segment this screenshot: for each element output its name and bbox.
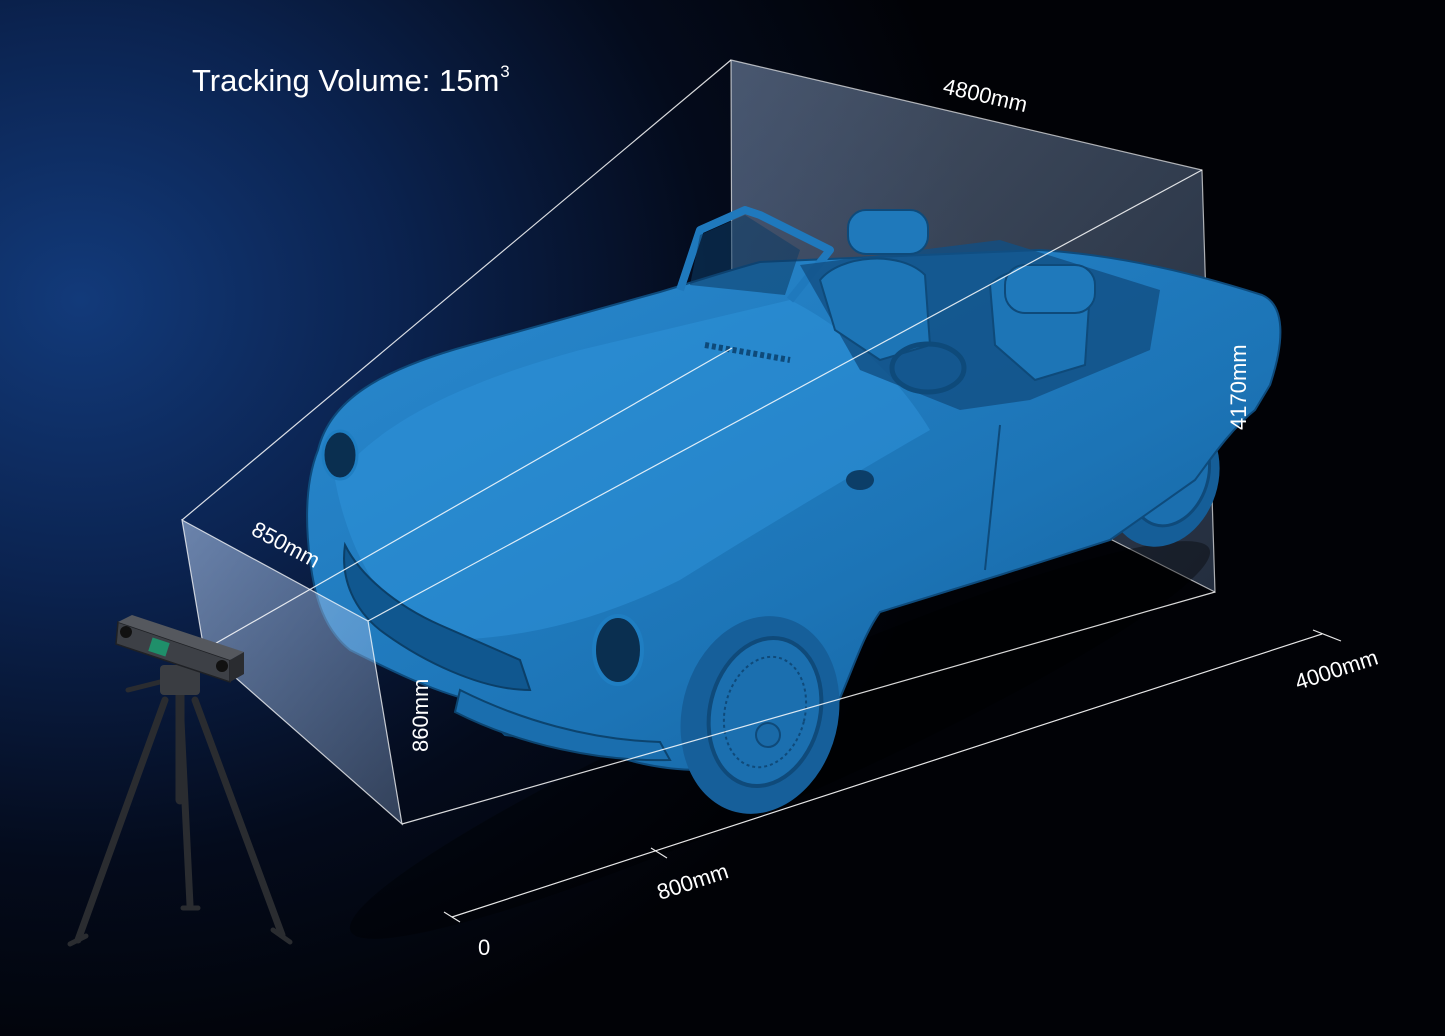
- car-scan-model: [306, 206, 1282, 939]
- near-height-label: 860mm: [408, 679, 433, 752]
- far-width-label: 4800mm: [941, 74, 1030, 118]
- origin-label: 0: [478, 935, 490, 960]
- start-distance-label: 800mm: [654, 858, 731, 904]
- title-text: Tracking Volume:: [192, 63, 431, 98]
- tracker-device: [115, 615, 244, 684]
- right-headlight: [592, 614, 644, 686]
- title-value: 15m: [438, 63, 500, 98]
- front-wheel: [680, 616, 840, 814]
- left-headlight: [321, 429, 359, 481]
- end-distance-label: 4000mm: [1292, 645, 1381, 695]
- title-superscript: 3: [500, 62, 510, 81]
- tripod: [67, 675, 293, 947]
- tracking-volume-title: Tracking Volume: 15m3: [192, 62, 510, 99]
- optical-tracker-on-tripod: [67, 615, 293, 947]
- volume-edges: [181, 59, 1216, 825]
- far-height-label: 4170mm: [1226, 344, 1251, 430]
- distance-axis: [443, 629, 1342, 923]
